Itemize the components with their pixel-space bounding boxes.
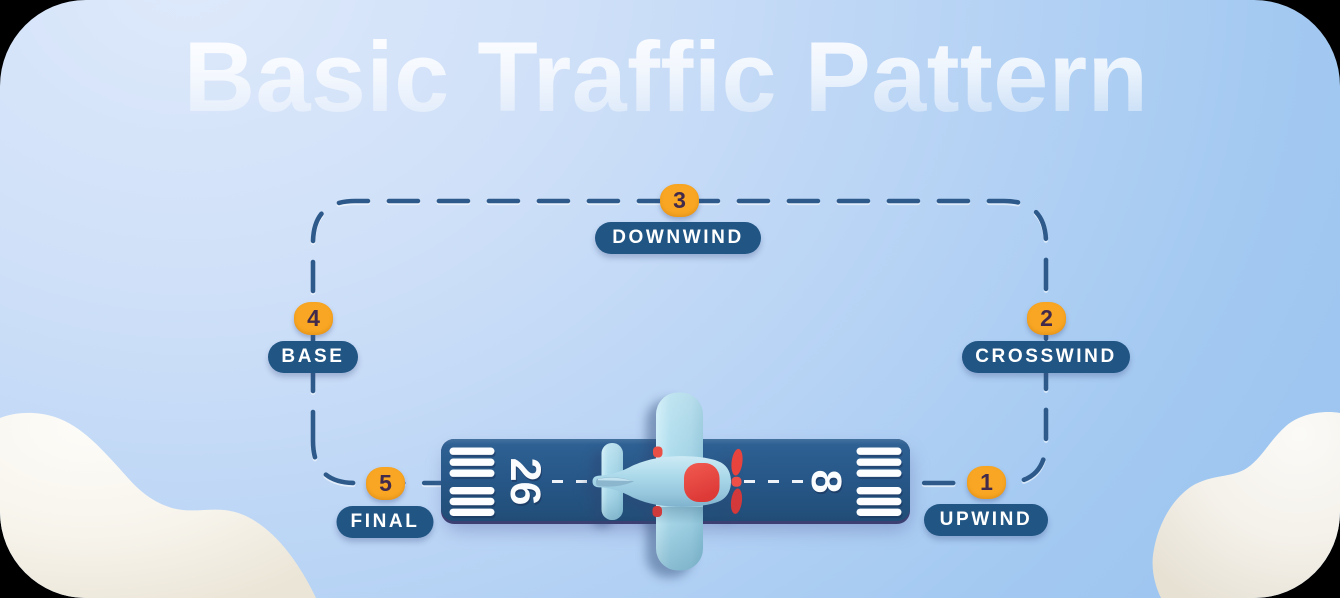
svg-text:8: 8 [803, 472, 851, 496]
svg-text:26: 26 [501, 458, 549, 506]
svg-text:26: 26 [502, 460, 550, 508]
svg-text:8: 8 [802, 470, 850, 494]
